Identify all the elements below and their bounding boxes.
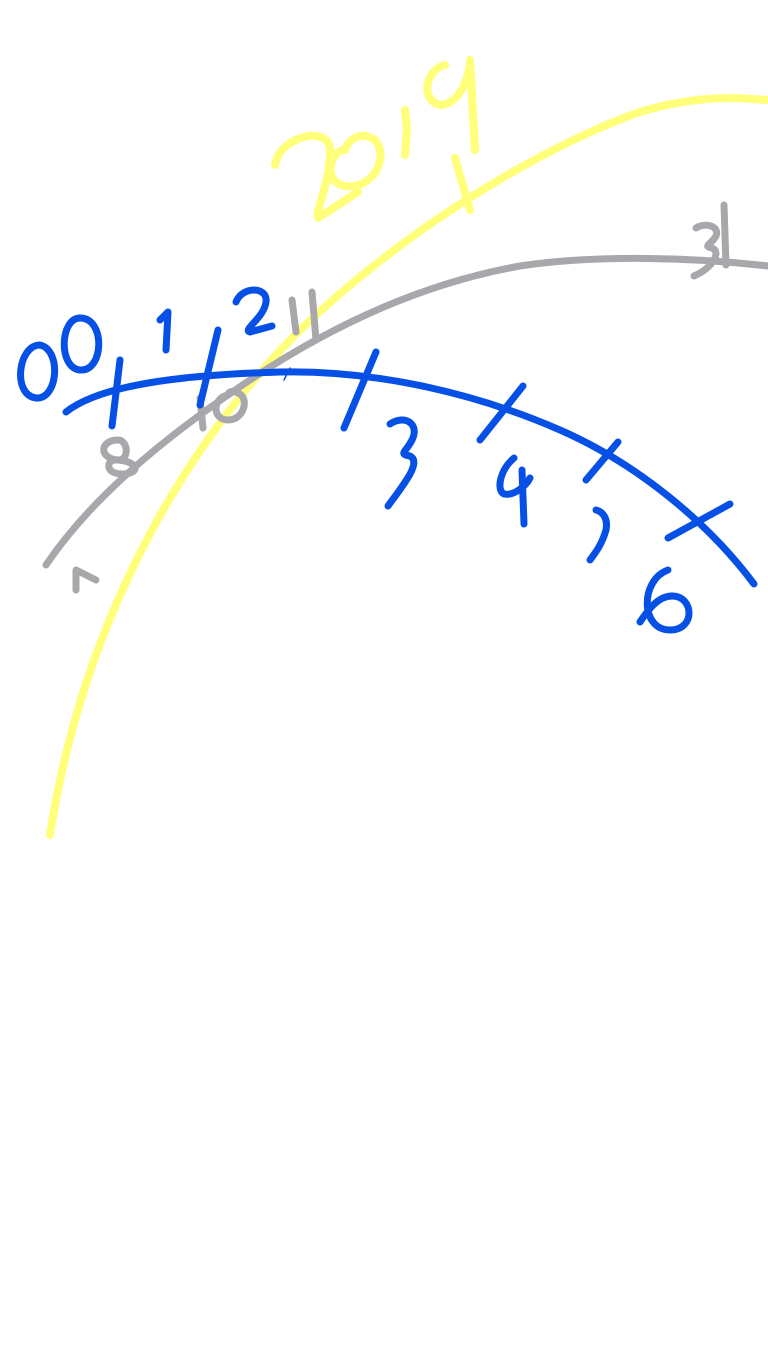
blue-label-6 <box>636 566 693 634</box>
blue-tick-5 <box>582 438 622 484</box>
gray-label-8 <box>100 436 139 478</box>
gray-label-1 <box>72 566 100 594</box>
gray-label-3 <box>690 201 730 280</box>
yellow-label-2019-stroke <box>271 56 479 222</box>
blue-tick-3 <box>340 348 380 432</box>
blue-label-5 <box>586 506 610 564</box>
blue-label-00 <box>17 314 103 402</box>
blue-curve <box>62 368 758 588</box>
yellow-ink-layer <box>46 56 768 839</box>
blue-tick-4 <box>476 382 527 444</box>
blue-label-4 <box>496 454 534 528</box>
gray-ink-layer <box>42 201 768 594</box>
blue-label-2 <box>232 286 276 336</box>
blue-scribble <box>283 367 291 381</box>
blue-label-3 <box>384 416 418 510</box>
blue-label-1 <box>156 308 172 354</box>
blue-tick-1 <box>108 356 124 430</box>
blue-tick-6 <box>664 500 734 542</box>
blue-ink-layer <box>17 286 758 634</box>
blue-tick-2 <box>196 326 222 409</box>
gray-label-11 <box>288 288 320 344</box>
yellow-curve <box>46 94 768 839</box>
yellow-tick-mark <box>451 154 474 214</box>
